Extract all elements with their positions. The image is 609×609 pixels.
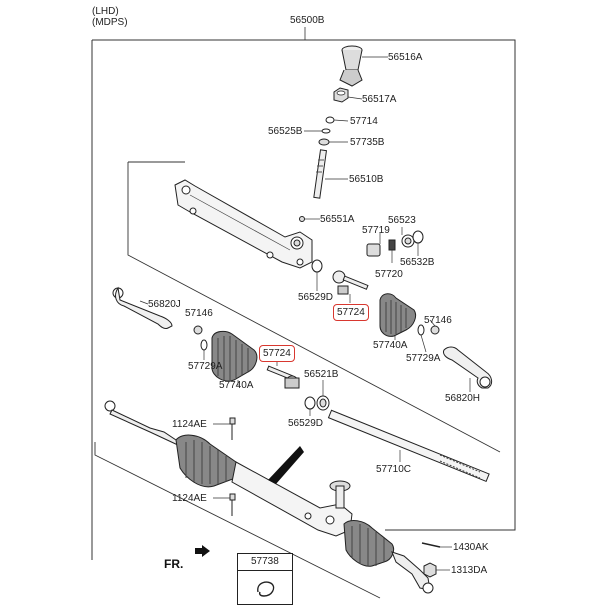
assembly-arrow	[268, 446, 304, 484]
seal-57735B	[318, 138, 330, 146]
boot-left	[211, 330, 258, 382]
label-57719: 57719	[362, 225, 390, 236]
label-57724-upper-highlighted: 57724	[333, 304, 369, 321]
label-57146-right: 57146	[424, 315, 452, 326]
inner-tie-rod-lower	[266, 365, 300, 389]
yoke-57719	[366, 243, 381, 257]
lower-panel	[94, 442, 381, 599]
pin-1430AK	[421, 542, 441, 548]
label-56529D-lower: 56529D	[288, 418, 324, 429]
input-shaft-56510B	[313, 149, 328, 199]
inner-tie-rod-upper	[332, 270, 369, 295]
spring-57720	[388, 239, 396, 251]
label-56516A: 56516A	[388, 52, 423, 63]
bolt-1124AE-lower	[229, 493, 236, 516]
ring-56532B	[412, 230, 424, 244]
label-56820H: 56820H	[445, 393, 481, 404]
label-56525B: 56525B	[268, 126, 303, 137]
steering-gear-assembly	[104, 400, 434, 594]
clip-ring-icon	[257, 581, 275, 597]
assembly-label: 56500B	[290, 15, 325, 26]
washer-57714	[325, 116, 335, 124]
ring-56529D-lower	[304, 396, 316, 410]
tie-rod-end-left	[112, 286, 173, 329]
label-56532B: 56532B	[400, 257, 435, 268]
label-56523: 56523	[388, 215, 416, 226]
label-57714: 57714	[350, 116, 378, 127]
gear-housing-upper	[174, 179, 313, 269]
input-boot	[339, 45, 363, 87]
label-57729A-left: 57729A	[188, 361, 223, 372]
label-1430AK: 1430AK	[453, 542, 489, 553]
label-1124AE-lower: 1124AE	[172, 493, 207, 504]
nut-1313DA	[423, 562, 437, 578]
tie-rod-end-right	[443, 346, 493, 389]
label-57729A-right: 57729A	[406, 353, 441, 364]
ring-56529D-upper	[311, 259, 323, 273]
legend-part-number: 57738	[251, 556, 279, 567]
label-57740A-left: 57740A	[219, 380, 254, 391]
rack-bar	[327, 409, 490, 483]
label-1313DA: 1313DA	[451, 565, 488, 576]
inner-panel	[127, 162, 501, 453]
header-line2: (MDPS)	[92, 17, 128, 28]
front-arrow	[195, 545, 210, 557]
label-56529D-upper: 56529D	[298, 292, 334, 303]
frame-outline	[92, 39, 516, 531]
plug-56551A	[299, 216, 305, 222]
header-line1: (LHD)	[92, 6, 119, 17]
boot-right	[379, 293, 417, 337]
header-variant: (LHD) (MDPS)	[92, 6, 128, 28]
clip-left	[200, 339, 208, 351]
label-57720: 57720	[375, 269, 403, 280]
label-1124AE-upper: 1124AE	[172, 419, 207, 430]
label-56510B: 56510B	[349, 174, 384, 185]
label-56551A: 56551A	[320, 214, 355, 225]
label-57740A-right: 57740A	[373, 340, 408, 351]
label-56517A: 56517A	[362, 94, 397, 105]
bolt-1124AE-upper	[229, 417, 236, 440]
legend-box: 57738	[237, 553, 293, 605]
label-57735B: 57735B	[350, 137, 385, 148]
legend-header: 57738	[238, 554, 292, 571]
front-direction-label: FR.	[164, 557, 184, 571]
label-56521B: 56521B	[304, 369, 339, 380]
nut-56517A	[333, 87, 349, 103]
clip-right	[417, 324, 425, 336]
nut-57146-left	[193, 325, 203, 335]
nut-57146-right	[430, 325, 440, 335]
label-56820J: 56820J	[148, 299, 181, 310]
label-57146-left: 57146	[185, 308, 213, 319]
label-57710C: 57710C	[376, 464, 412, 475]
ring-56525B	[321, 128, 331, 134]
label-57724-lower-highlighted: 57724	[259, 345, 295, 362]
